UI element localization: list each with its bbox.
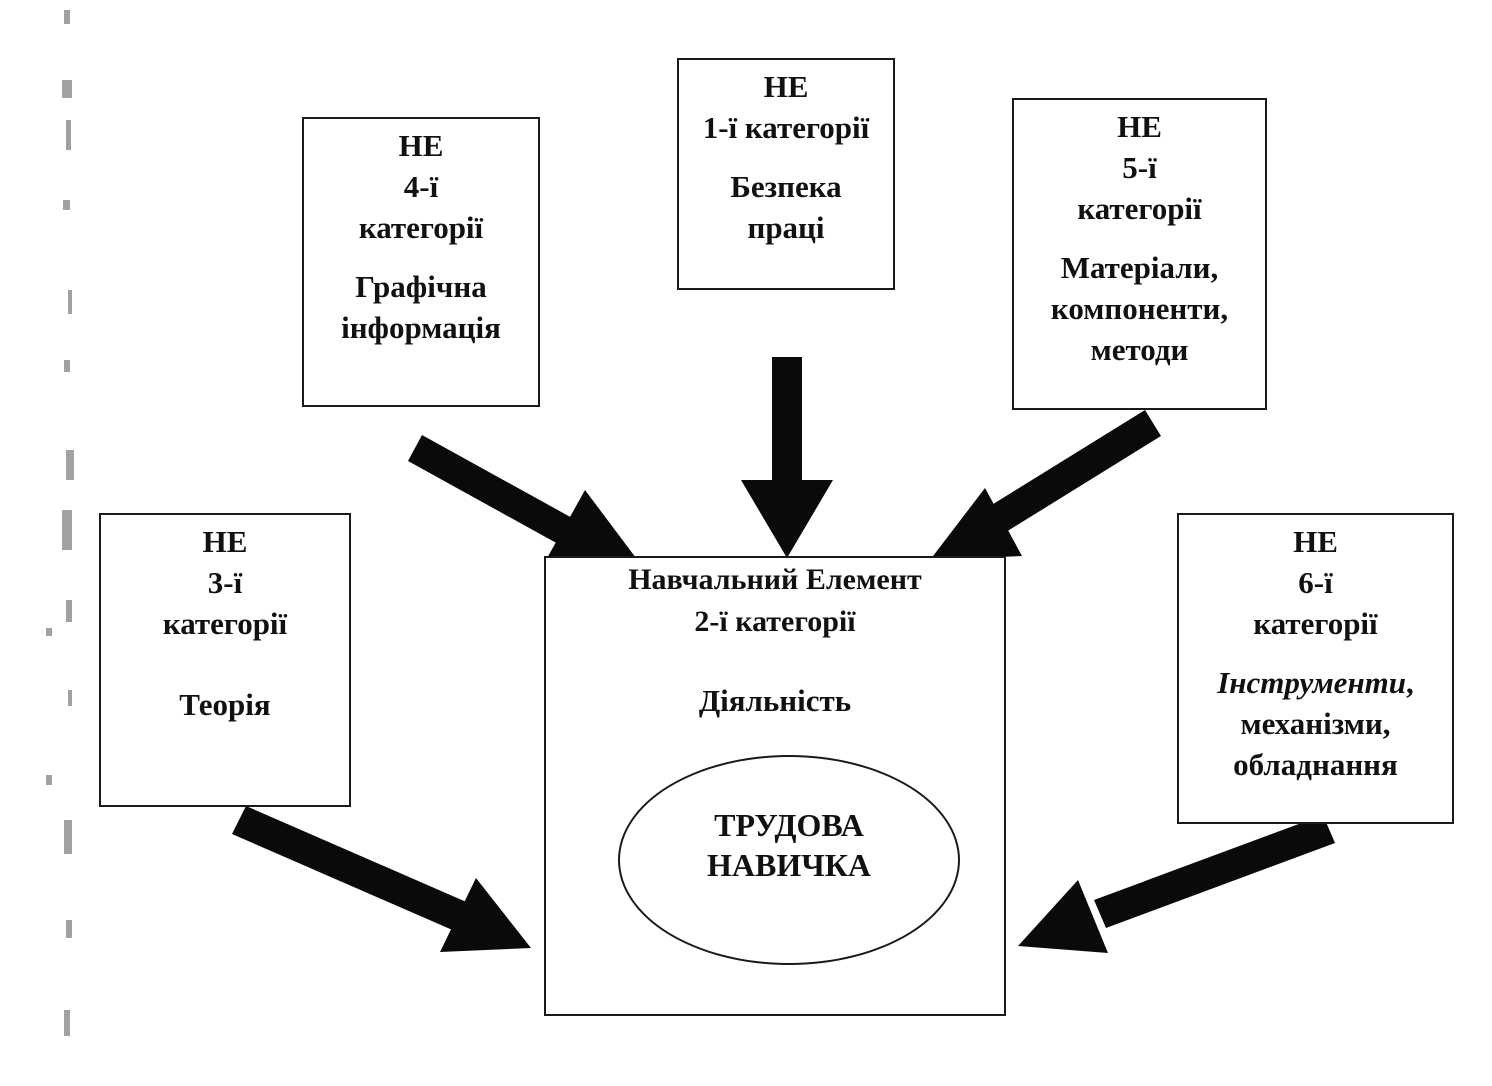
arrow-cat5-to-cat2 (930, 410, 1161, 560)
arrow-cat3-to-cat2-head (440, 878, 531, 952)
box-cat1-labor-safety: НЕ 1-ї категорії Безпека праці (677, 58, 895, 290)
box-cat6-category-num: 6-ї (1298, 565, 1333, 600)
box-cat3-topic: Теорія (179, 687, 271, 722)
box-cat5-he: НЕ (1117, 109, 1162, 144)
box-cat6-topic-1-italic: Інструменти (1217, 665, 1407, 700)
box-cat6-he: НЕ (1293, 524, 1338, 559)
box-cat5-category-word: категорії (1077, 191, 1202, 226)
arrow-cat5-to-cat2-head (930, 488, 1022, 560)
arrow-cat1-to-cat2 (741, 357, 833, 558)
arrow-cat1-to-cat2-head (741, 480, 833, 558)
box-cat2-title-1: Навчальний Елемент (628, 563, 922, 596)
box-cat2-title-2: 2-ї категорії (694, 605, 856, 638)
box-cat4-category-word: категорії (358, 210, 484, 245)
box-cat3-category-num: 3-ї (207, 565, 243, 600)
box-cat6-category-word: категорії (1253, 606, 1378, 641)
box-cat3-he: НЕ (202, 524, 248, 559)
arrow-cat1-to-cat2-shaft (772, 357, 802, 483)
box-cat4-category-num: 4-ї (403, 169, 439, 204)
box-cat1-topic-2: праці (747, 210, 825, 245)
box-cat4-topic-1: Графічна (355, 269, 487, 304)
box-cat5-category-num: 5-ї (1122, 150, 1157, 185)
scan-edge-noise (46, 10, 74, 1036)
box-cat4-graphic-info: НЕ 4-ї категорії Графічна інформація (302, 117, 540, 407)
box-cat6-tools: НЕ 6-ї категорії Інструменти, механізми,… (1177, 513, 1454, 824)
arrow-cat6-to-cat2-head (1018, 880, 1108, 953)
box-cat2-topic: Діяльність (698, 683, 852, 718)
arrow-cat4-to-cat2-head (546, 490, 642, 566)
arrow-cat4-to-cat2-shaft (408, 435, 574, 545)
arrow-cat6-to-cat2-shaft (1094, 815, 1335, 928)
arrow-cat6-to-cat2 (1018, 815, 1335, 953)
box-cat3-theory: НЕ 3-ї категорії Теорія (99, 513, 351, 807)
box-cat5-topic-3: методи (1090, 332, 1189, 367)
box-cat4-he: НЕ (398, 128, 444, 163)
box-cat6-topic-2: механізми, (1240, 706, 1391, 741)
arrow-cat3-to-cat2-shaft (232, 806, 471, 932)
box-cat5-topic-1: Матеріали, (1060, 250, 1219, 285)
box-cat5-materials: НЕ 5-ї категорії Матеріали, компоненти, … (1012, 98, 1267, 410)
oval-skill-line-1: ТРУДОВА (714, 807, 864, 843)
box-cat4-topic-2: інформація (341, 310, 501, 345)
box-cat5-topic-2: компоненти, (1050, 291, 1229, 326)
box-cat3-category-word: категорії (162, 606, 288, 641)
arrow-cat3-to-cat2 (232, 806, 531, 952)
box-cat1-category: 1-ї категорії (702, 110, 870, 145)
box-cat6-topic-3: обладнання (1233, 747, 1398, 782)
arrow-cat4-to-cat2 (408, 435, 642, 566)
box-cat1-he: НЕ (763, 69, 809, 104)
box-cat1-topic-1: Безпека (730, 169, 842, 204)
oval-skill-line-2: НАВИЧКА (706, 847, 872, 883)
oval-labor-skill: ТРУДОВА НАВИЧКА (618, 755, 960, 965)
box-cat6-topic-1: Інструменти, (1179, 662, 1452, 703)
arrow-cat5-to-cat2-shaft (990, 410, 1161, 532)
box-cat6-topic-1-comma: , (1406, 665, 1414, 700)
